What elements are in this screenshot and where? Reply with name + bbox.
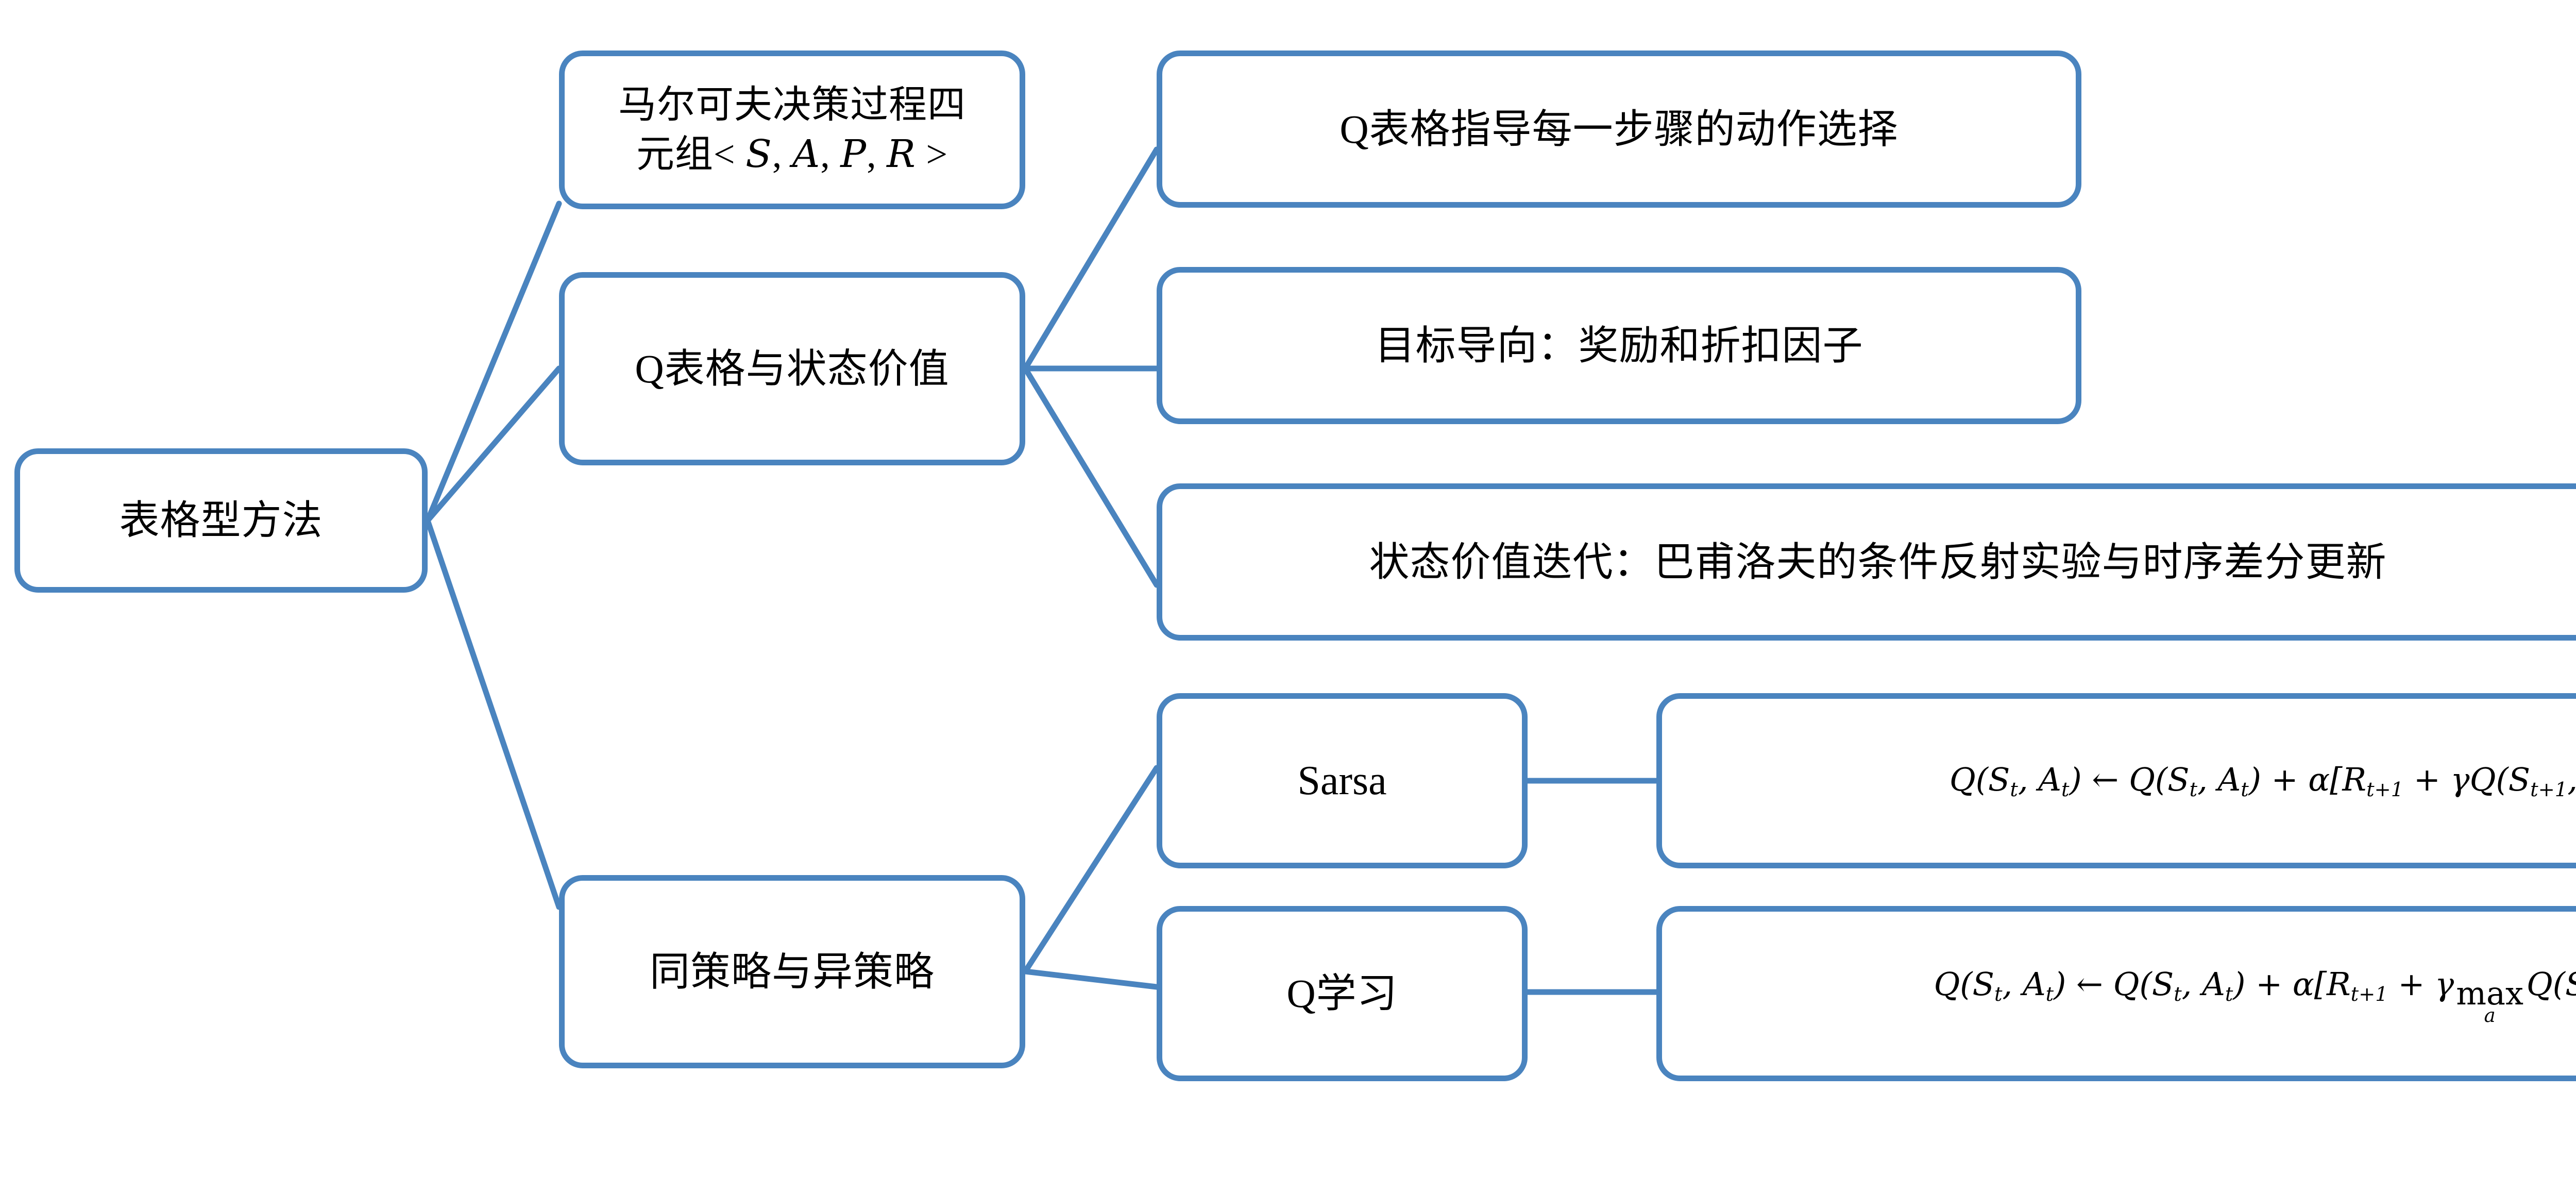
node-q-learning-label: Q学习 [1286, 971, 1398, 1016]
node-sarsa-formula-text: Q(St, At) ← Q(St, At) + α[Rt+1 + γQ(St+1… [1949, 760, 2576, 801]
connector-policy-to-sarsa [1022, 765, 1160, 975]
node-q-table-action-selection-label: Q表格指导每一步骤的动作选择 [1340, 106, 1899, 152]
connector-qtable-to-state-value [1022, 365, 1160, 588]
node-mdp[interactable]: 马尔可夫决策过程四 元组< 𝑆, 𝐴, 𝑃, 𝑅 > [559, 51, 1025, 209]
node-q-table-state-value[interactable]: Q表格与状态价值 [559, 272, 1025, 465]
node-sarsa-label: Sarsa [1297, 758, 1387, 803]
node-goal-oriented-label: 目标导向：奖励和折扣因子 [1375, 323, 1863, 368]
node-on-off-policy-label: 同策略与异策略 [649, 949, 935, 994]
node-root[interactable]: 表格型方法 [14, 448, 428, 593]
node-sarsa-formula[interactable]: Q(St, At) ← Q(St, At) + α[Rt+1 + γQ(St+1… [1656, 693, 2576, 868]
node-state-value-iteration[interactable]: 状态价值迭代：巴甫洛夫的条件反射实验与时序差分更新 [1157, 483, 2576, 641]
connector-qtable-to-action-selection [1022, 146, 1160, 372]
node-q-table-state-value-label: Q表格与状态价值 [635, 346, 950, 391]
node-q-learning[interactable]: Q学习 [1157, 906, 1528, 1081]
connector-root-to-mdp [425, 200, 562, 524]
node-goal-oriented[interactable]: 目标导向：奖励和折扣因子 [1157, 267, 2081, 424]
connector-root-to-policy [425, 517, 562, 910]
node-on-off-policy[interactable]: 同策略与异策略 [559, 875, 1025, 1068]
node-q-table-action-selection[interactable]: Q表格指导每一步骤的动作选择 [1157, 51, 2081, 208]
connector-policy-to-qlearning [1022, 968, 1160, 990]
node-state-value-iteration-label: 状态价值迭代：巴甫洛夫的条件反射实验与时序差分更新 [1369, 539, 2387, 584]
node-sarsa[interactable]: Sarsa [1157, 693, 1528, 868]
node-mdp-label: 马尔可夫决策过程四 元组< 𝑆, 𝐴, 𝑃, 𝑅 > [618, 83, 966, 176]
connector-root-to-qtable [425, 365, 562, 524]
node-root-label: 表格型方法 [119, 498, 323, 543]
